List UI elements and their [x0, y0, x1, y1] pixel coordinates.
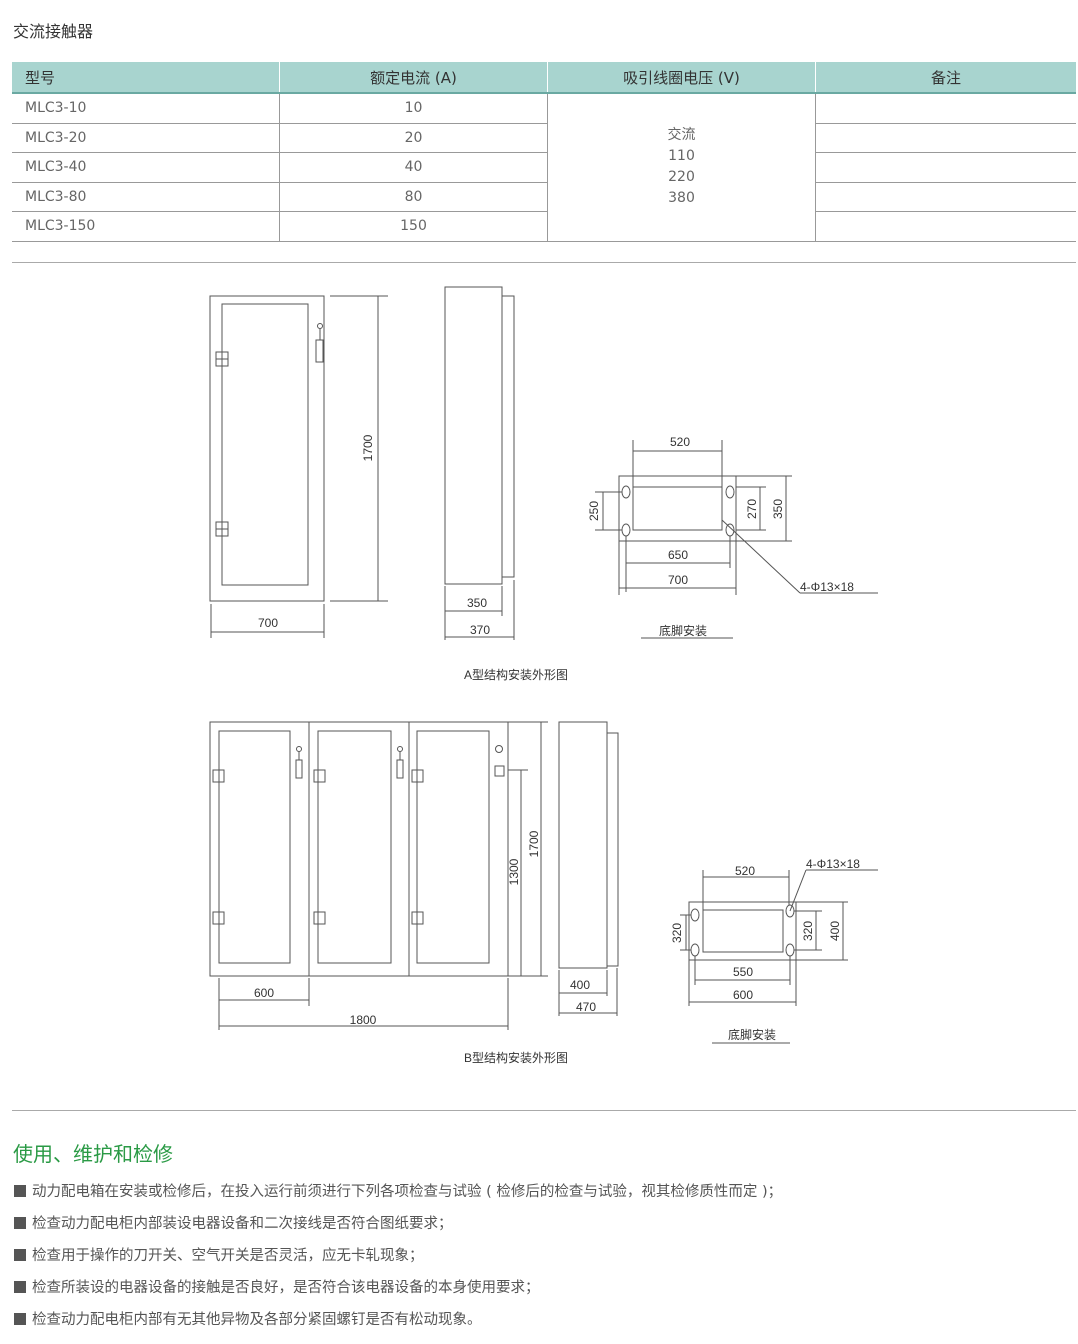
cell-model: MLC3-150	[12, 211, 280, 242]
cell-model: MLC3-40	[12, 152, 280, 183]
dim-height: 1700	[527, 830, 541, 857]
list-item: 检查用于操作的刀开关、空气开关是否灵活，应无卡轧现象；	[14, 1245, 782, 1277]
list-item-text: 动力配电箱在安装或检修后，在投入运行前须进行下列各项检查与试验 ( 检修后的检查…	[32, 1184, 783, 1200]
divider	[12, 262, 1076, 263]
table-header: 型号额定电流 (A)吸引线圈电压 (V)备注	[12, 62, 1076, 94]
holes-label: 4-Φ13×18	[806, 857, 860, 871]
cabinet-front-a	[209, 295, 388, 638]
cell-model: MLC3-20	[12, 123, 280, 153]
dim-height-inner: 1300	[507, 858, 521, 885]
bullet-square-icon	[14, 1185, 26, 1197]
dim-foot-right-outer: 350	[771, 499, 785, 519]
list-item: 检查动力配电柜内部有无其他异物及各部分紧固螺钉是否有松动现象。	[14, 1309, 782, 1341]
cell-notes	[815, 152, 1076, 183]
foot-label: 底脚安装	[728, 1027, 776, 1042]
header-current: 额定电流 (A)	[279, 62, 548, 94]
cell-model: MLC3-80	[12, 182, 280, 212]
cell-notes	[815, 182, 1076, 212]
diagram-b: 1300 1700 600 1800 400 470 520 320 320 4…	[209, 721, 878, 1065]
dim-side-inner: 350	[467, 596, 487, 610]
cell-notes	[815, 123, 1076, 153]
dim-foot-bottom: 700	[668, 573, 688, 587]
header-notes: 备注	[815, 62, 1076, 94]
section-title: 使用、维护和检修	[13, 1142, 173, 1166]
list-item-text: 检查所装设的电器设备的接触是否良好，是否符合该电器设备的本身使用要求；	[32, 1280, 540, 1296]
installation-drawings: 1700 700 350 370 520 250 270 350 650 700…	[209, 286, 878, 1065]
divider	[12, 1110, 1076, 1111]
list-item: 检查所装设的电器设备的接触是否良好，是否符合该电器设备的本身使用要求；	[14, 1277, 782, 1309]
cabinet-side-b	[558, 721, 619, 1016]
list-item-text: 检查动力配电柜内部装设电器设备和二次接线是否符合图纸要求；	[32, 1216, 453, 1232]
voltage-value: 220	[668, 169, 695, 186]
maintenance-list: 动力配电箱在安装或检修后，在投入运行前须进行下列各项检查与试验 ( 检修后的检查…	[14, 1181, 782, 1341]
dim-foot-mid: 650	[668, 548, 688, 562]
bullet-square-icon	[14, 1313, 26, 1325]
dim-foot-right-inner: 270	[745, 499, 759, 519]
list-item: 动力配电箱在安装或检修后，在投入运行前须进行下列各项检查与试验 ( 检修后的检查…	[14, 1181, 782, 1213]
foot-label: 底脚安装	[659, 623, 707, 638]
cell-current: 10	[279, 93, 548, 124]
list-item-text: 检查动力配电柜内部有无其他异物及各部分紧固螺钉是否有松动现象。	[32, 1312, 482, 1328]
page-title: 交流接触器	[13, 22, 94, 41]
dim-foot-left: 320	[670, 923, 684, 943]
dim-foot-right-inner: 320	[801, 921, 815, 941]
cabinet-side-a	[444, 286, 515, 640]
cell-notes	[815, 211, 1076, 242]
dim-side-outer: 470	[576, 1000, 596, 1014]
dim-side-outer: 370	[470, 623, 490, 637]
cell-voltage: 交流 110 220 380	[547, 93, 816, 242]
dim-foot-top: 520	[670, 435, 690, 449]
list-item: 检查动力配电柜内部装设电器设备和二次接线是否符合图纸要求；	[14, 1213, 782, 1245]
voltage-type: 交流	[667, 127, 696, 144]
cell-model: MLC3-10	[12, 93, 280, 124]
dim-width: 700	[258, 616, 278, 630]
header-model: 型号	[12, 62, 280, 94]
cabinet-front-b	[209, 721, 548, 1030]
voltage-value: 380	[668, 190, 695, 207]
dim-unit-width: 600	[254, 986, 274, 1000]
dim-foot-left: 250	[587, 501, 601, 521]
caption-a: A型结构安装外形图	[464, 667, 568, 682]
dim-foot-right-outer: 400	[828, 921, 842, 941]
cell-current: 150	[279, 211, 548, 242]
diagram-a: 1700 700 350 370 520 250 270 350 650 700…	[209, 286, 878, 682]
cell-notes	[815, 93, 1076, 124]
dim-foot-top: 520	[735, 864, 755, 878]
dim-width: 1800	[350, 1013, 377, 1027]
dim-foot-bottom: 600	[733, 988, 753, 1002]
bullet-square-icon	[14, 1217, 26, 1229]
cell-current: 80	[279, 182, 548, 212]
foot-a	[595, 440, 878, 639]
list-item-text: 检查用于操作的刀开关、空气开关是否灵活，应无卡轧现象；	[32, 1248, 424, 1264]
dim-side-inner: 400	[570, 978, 590, 992]
bullet-square-icon	[14, 1249, 26, 1261]
dim-foot-mid: 550	[733, 965, 753, 979]
header-voltage: 吸引线圈电压 (V)	[547, 62, 816, 94]
dim-height: 1700	[361, 434, 375, 461]
caption-b: B型结构安装外形图	[464, 1050, 568, 1065]
bullet-square-icon	[14, 1281, 26, 1293]
cell-current: 20	[279, 123, 548, 153]
voltage-value: 110	[668, 148, 695, 165]
foot-b	[680, 869, 878, 1044]
holes-label: 4-Φ13×18	[800, 580, 854, 594]
cell-current: 40	[279, 152, 548, 183]
